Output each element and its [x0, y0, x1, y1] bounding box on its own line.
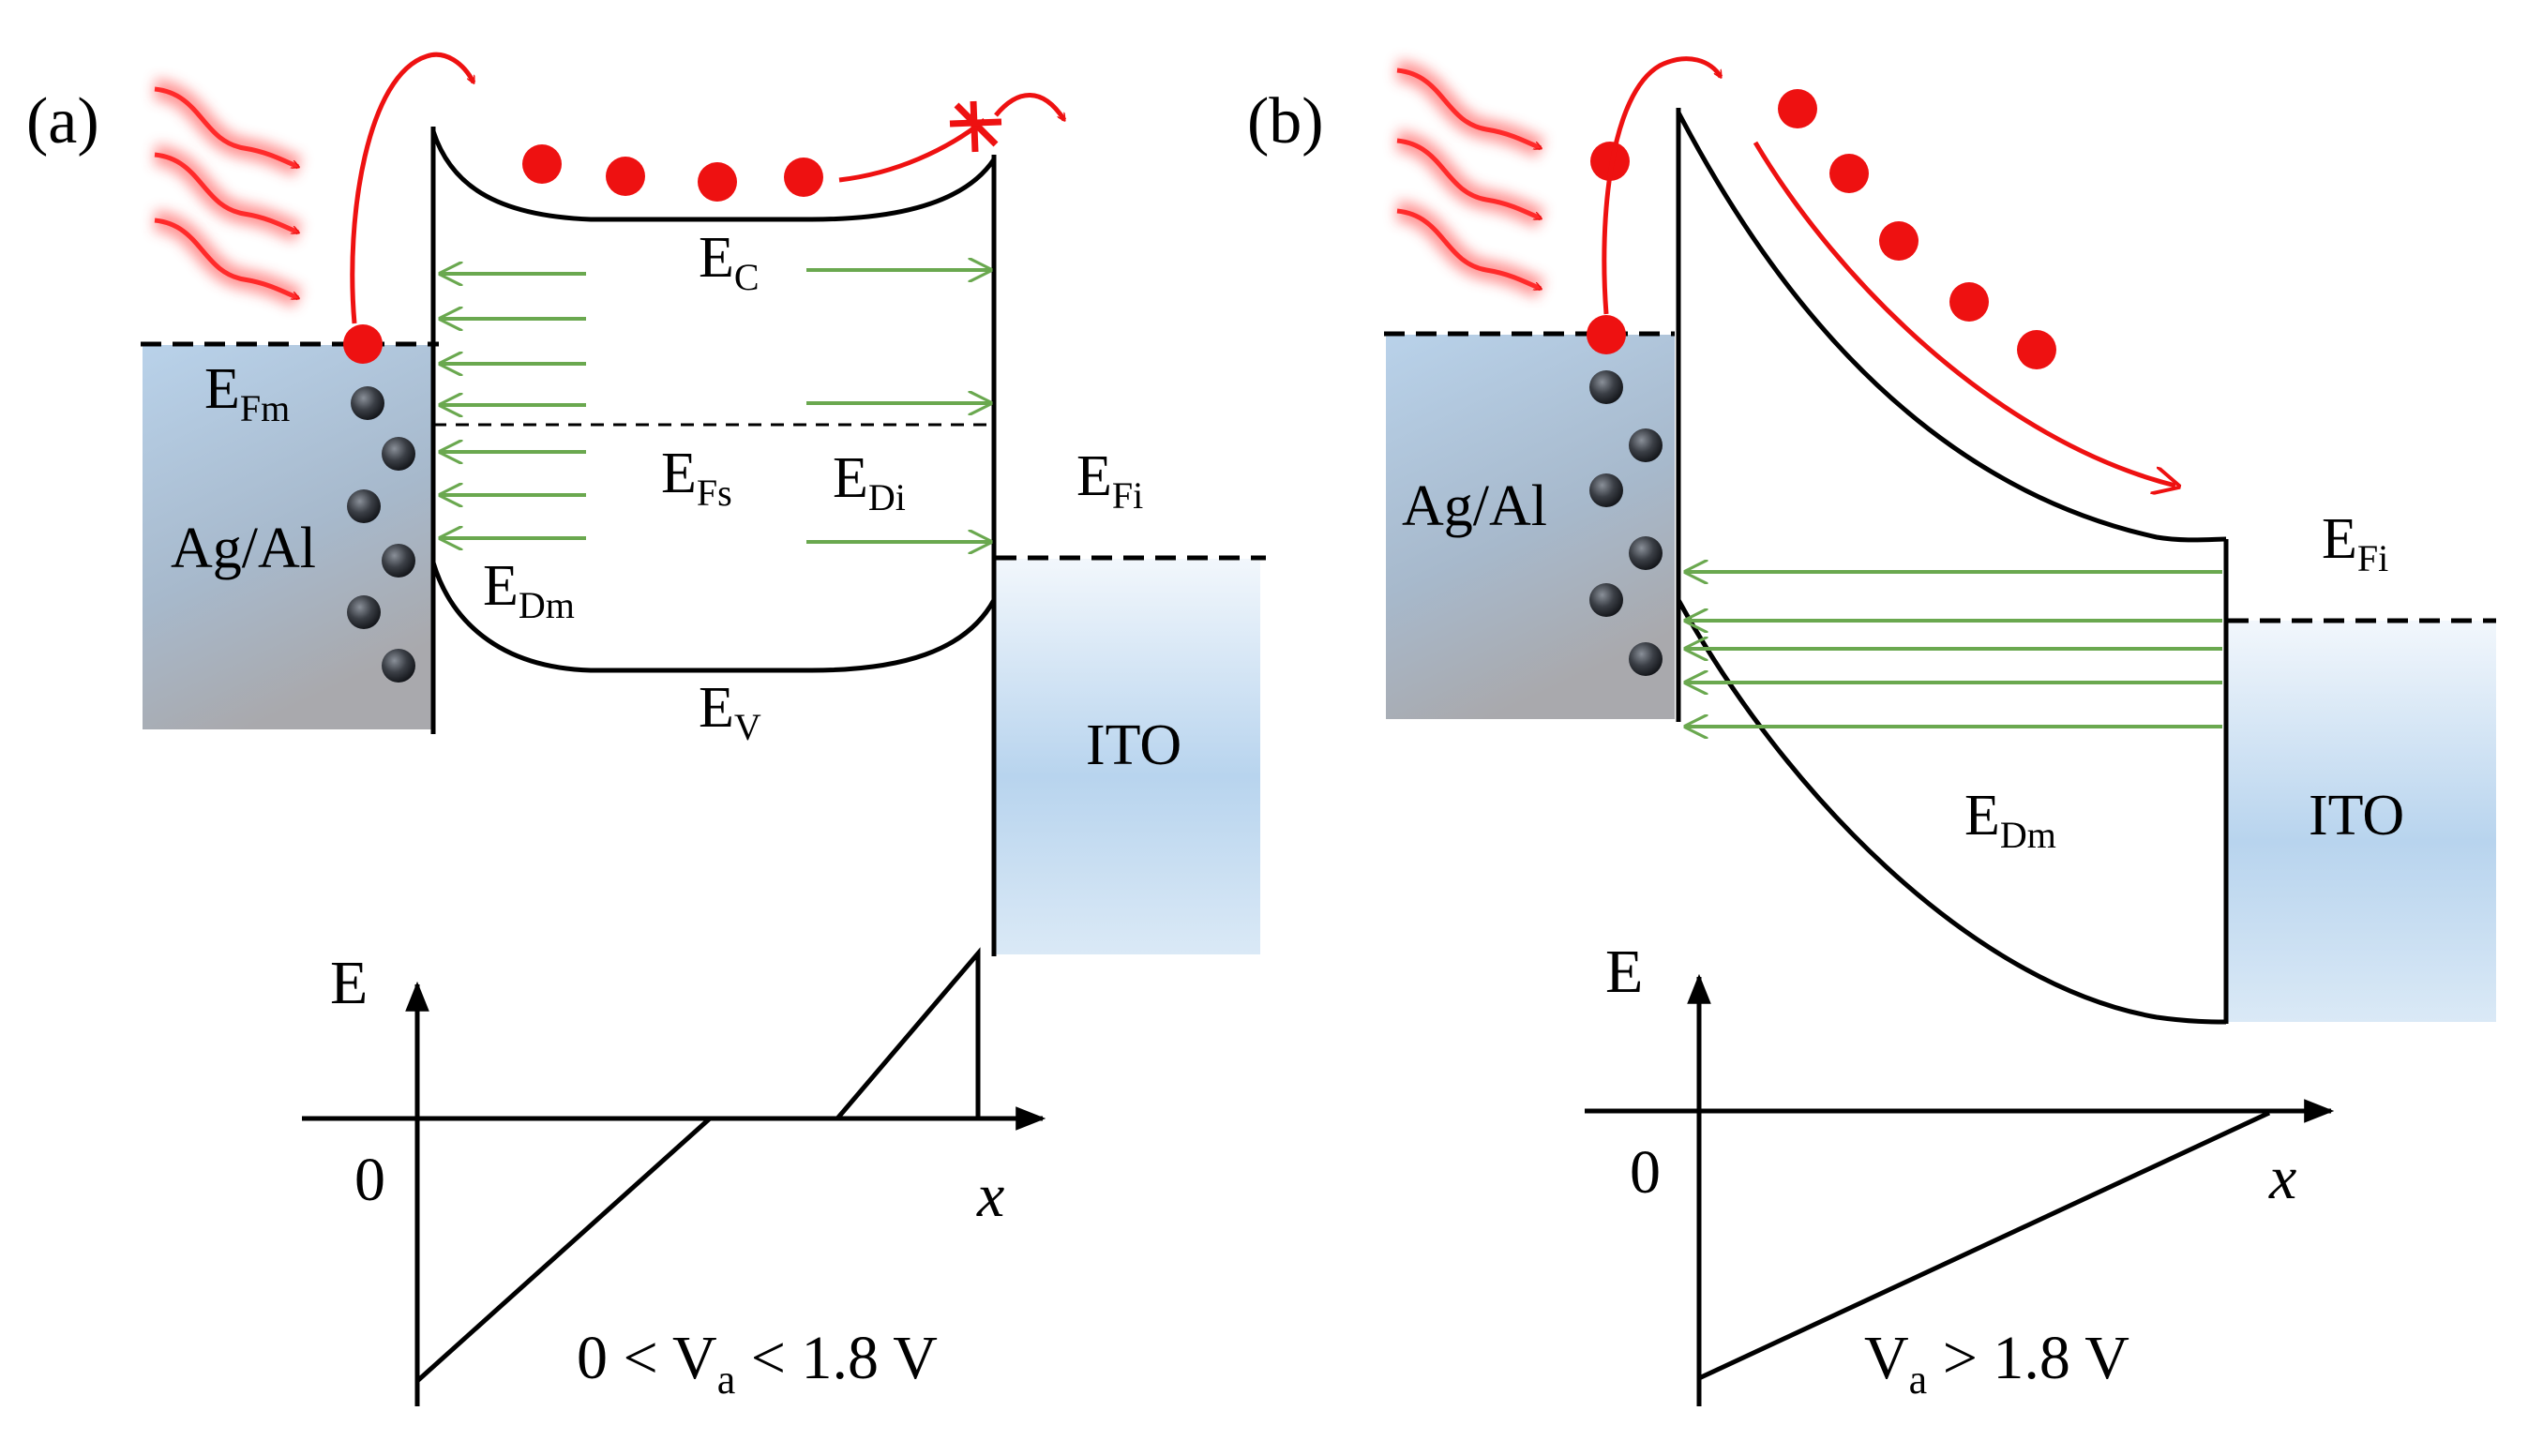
electron — [2017, 330, 2056, 369]
label-ec-a: EC — [699, 226, 760, 298]
drift-arrow-a — [838, 118, 986, 183]
field-arrows-depletion-a — [441, 274, 586, 538]
holes-a — [347, 386, 415, 683]
ito-label-a: ITO — [1086, 713, 1181, 777]
hole — [382, 649, 415, 683]
hole — [347, 595, 381, 629]
field-profile-line-a2 — [835, 947, 981, 1120]
label-efm-a: EFm — [204, 357, 290, 429]
label-ev-a: EV — [699, 676, 761, 748]
hole — [1589, 583, 1623, 617]
hole — [347, 489, 381, 523]
field-profile-line-b — [1697, 1110, 2271, 1381]
origin-label-b: 0 — [1630, 1138, 1661, 1207]
field-plot-b: E 0 x Va > 1.8 V — [1585, 938, 2335, 1406]
panel-a: (a) Ag/Al EFm ITO EFi — [26, 52, 1266, 1406]
panel-b-tag: (b) — [1247, 85, 1324, 158]
electron — [1879, 221, 1919, 261]
electron — [698, 162, 737, 202]
electron — [606, 157, 645, 196]
electron-paths-b — [1602, 56, 2175, 486]
hole — [1589, 473, 1623, 507]
field-arrows-interface-a — [806, 270, 990, 542]
electron — [1778, 89, 1817, 128]
y-axis-label-b: E — [1605, 938, 1643, 1006]
band-structure-a — [430, 127, 997, 956]
panel-a-tag: (a) — [26, 85, 99, 158]
field-plot-a: E 0 x 0 < Va < 1.8 V — [302, 947, 1046, 1406]
ito-electrode-b — [2228, 621, 2496, 1022]
light-ray-1 — [154, 86, 298, 170]
drift-arrow-b — [1753, 141, 2175, 486]
hole — [1589, 370, 1623, 404]
label-edm-b: EDm — [1964, 784, 2056, 856]
blocked-mark-a — [949, 100, 1002, 153]
holes-b — [1589, 370, 1663, 676]
band-structure-b — [1676, 108, 2229, 1025]
light-ray-3 — [1396, 208, 1541, 292]
bias-condition-a: 0 < Va < 1.8 V — [577, 1324, 938, 1403]
hole — [1629, 536, 1663, 570]
electron — [1949, 282, 1989, 322]
conduction-band-b — [1676, 111, 2227, 543]
y-axis-label-a: E — [330, 949, 368, 1017]
injection-arrow-a — [350, 52, 476, 324]
hole — [1629, 428, 1663, 462]
hole — [1629, 642, 1663, 676]
metal-label-a: Ag/Al — [171, 517, 316, 580]
electron — [1587, 315, 1626, 354]
light-ray-2 — [1396, 138, 1541, 221]
electrons-a — [343, 144, 823, 364]
ito-electrode-a — [996, 559, 1260, 954]
label-efs-a: EFs — [661, 442, 732, 514]
origin-label-a: 0 — [354, 1146, 385, 1214]
electrons-b — [1587, 89, 2056, 369]
ito-label-b: ITO — [2309, 784, 2404, 848]
electron — [522, 144, 562, 184]
field-arrows-b — [1686, 572, 2222, 727]
label-efi-a: EFi — [1076, 444, 1143, 517]
light-rays-a — [153, 79, 303, 308]
x-axis-label-b: x — [2268, 1144, 2296, 1212]
metal-label-b: Ag/Al — [1402, 474, 1547, 538]
conduction-band-a — [430, 130, 997, 222]
bias-condition-b: Va > 1.8 V — [1864, 1324, 2129, 1403]
light-ray-3 — [154, 218, 298, 301]
label-edi-a: EDi — [833, 446, 906, 518]
x-axis-label-a: x — [976, 1162, 1004, 1230]
valence-band-a — [430, 562, 997, 673]
injection-arrow-b — [1602, 56, 1723, 315]
valence-band-b — [1676, 598, 2227, 1025]
electron — [784, 158, 823, 197]
light-rays-b — [1395, 60, 1545, 299]
hole — [382, 544, 415, 578]
light-ray-1 — [1396, 68, 1541, 151]
hole — [351, 386, 384, 420]
label-edm-a: EDm — [483, 554, 575, 626]
escape-arrow-a — [994, 93, 1067, 120]
electron — [343, 324, 383, 364]
panel-b: (b) Ag/Al ITO EFi — [1247, 56, 2496, 1406]
label-efi-b: EFi — [2322, 507, 2388, 579]
electron — [1829, 154, 1869, 193]
hole — [382, 437, 415, 471]
metal-contact-b — [1386, 335, 1675, 719]
electron-paths-a — [350, 52, 1067, 324]
light-ray-2 — [154, 152, 298, 235]
field-profile-line-a1 — [415, 1117, 712, 1383]
